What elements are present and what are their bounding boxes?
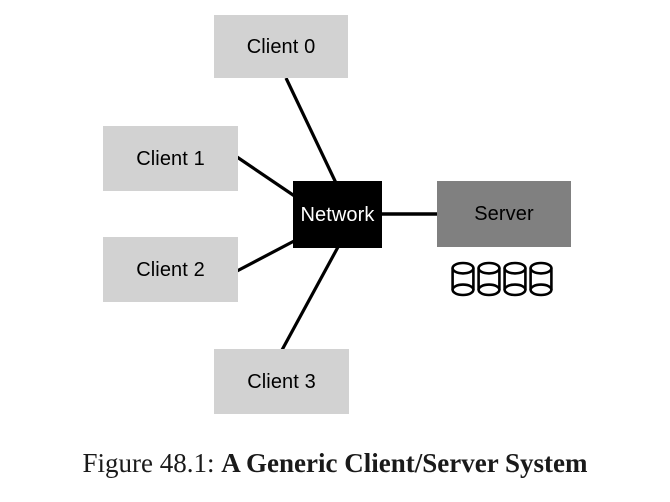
edge-client2-network [236, 238, 297, 273]
disk-cylinder-icon [451, 261, 475, 297]
node-client-2[interactable]: Client 2 [103, 237, 238, 302]
node-network[interactable]: Network [293, 181, 382, 248]
disk-array [450, 261, 554, 297]
node-client-2-label: Client 2 [136, 258, 205, 281]
edge-client3-network [280, 246, 340, 351]
node-client-0[interactable]: Client 0 [214, 15, 348, 78]
disk-cylinder-icon [529, 261, 553, 297]
node-client-1[interactable]: Client 1 [103, 126, 238, 191]
edge-client1-network [236, 155, 297, 199]
node-client-3-label: Client 3 [247, 370, 316, 393]
disk-cylinder-icon [477, 261, 501, 297]
figure-caption: Figure 48.1: A Generic Client/Server Sys… [0, 446, 670, 480]
edge-client0-network [284, 77, 338, 184]
figure-caption-label: Figure 48.1: [82, 448, 215, 478]
disk-cylinder-icon [503, 261, 527, 297]
node-client-0-label: Client 0 [246, 35, 316, 58]
node-network-label: Network [300, 203, 375, 226]
figure-caption-title: A Generic Client/Server System [221, 448, 588, 478]
node-server-label: Server [474, 203, 534, 225]
node-client-3[interactable]: Client 3 [214, 349, 349, 414]
node-client-1-label: Client 1 [136, 147, 205, 170]
node-server[interactable]: Server [437, 181, 571, 247]
